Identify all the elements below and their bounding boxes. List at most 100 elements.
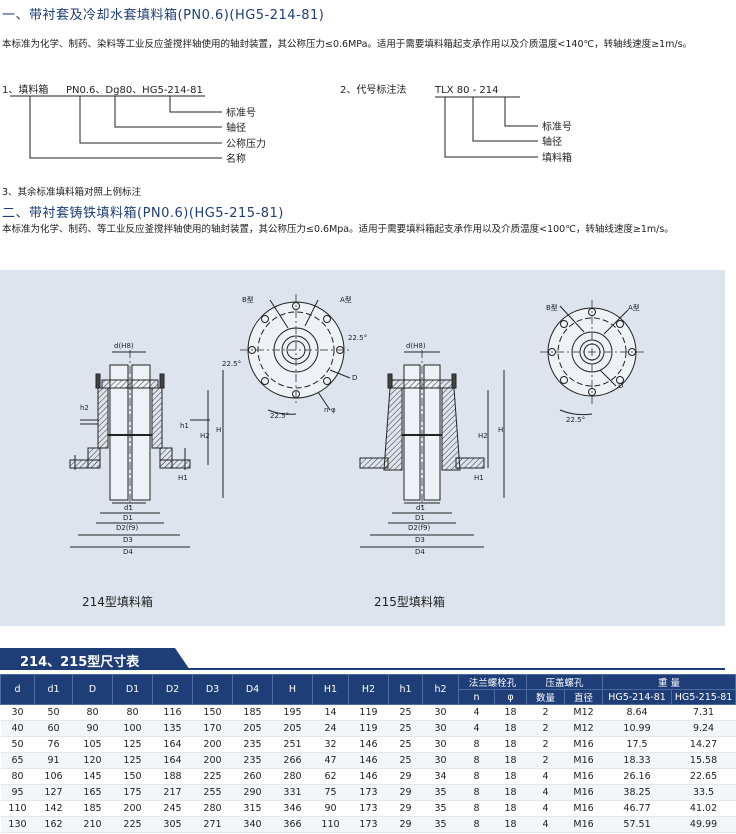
- table-cell: 91: [34, 752, 73, 769]
- col-header-flange-bolt-holes: 法兰螺栓孔: [457, 674, 528, 690]
- label-214-D2: D2(f9): [116, 524, 138, 532]
- table-cell: 57.51: [602, 816, 672, 833]
- table-cell: 8.64: [602, 704, 672, 721]
- table-cell: 150: [192, 704, 233, 721]
- col-subheader-diameter: 直径: [564, 689, 604, 705]
- label-214-b-type: B型: [242, 295, 254, 304]
- col-header-H2: H2: [348, 674, 389, 705]
- table-cell: 210: [72, 816, 113, 833]
- table-cell: 30: [422, 736, 459, 753]
- table-cell: 315: [232, 800, 273, 817]
- drawing-panel: d(H8) h2 h1 H2 H H1 d1 D1 D2(f9) D3 D4: [0, 270, 725, 626]
- section1-title: 一、带衬套及冷却水套填料箱(PN0.6)(HG5-214-81): [2, 8, 325, 23]
- table-cell: 26.16: [602, 768, 672, 785]
- section-view-215: [359, 350, 505, 548]
- example1-label-shaft: 轴径: [226, 121, 246, 134]
- table-cell: 331: [272, 784, 313, 801]
- table-cell: 90: [312, 800, 349, 817]
- section-view-214: [69, 350, 224, 548]
- col-subheader-n: n: [458, 689, 495, 705]
- table-cell: 40: [0, 720, 35, 737]
- label-214-angle-a: 22.5°: [348, 334, 367, 342]
- table-cell: 29: [388, 816, 423, 833]
- table-cell: 2: [526, 704, 565, 721]
- table-cell: 162: [34, 816, 73, 833]
- table-cell: 41.02: [671, 800, 736, 817]
- section1-body: 本标准为化学、制药、染料等工业反应釜搅拌轴使用的轴封装置，其公称压力≤0.6MP…: [2, 39, 693, 50]
- example2-label-shaft: 轴径: [542, 135, 562, 148]
- label-214-h1: h1: [180, 422, 189, 430]
- table-cell: 35: [422, 800, 459, 817]
- table-cell: 2: [526, 720, 565, 737]
- label-215-H2: H2: [478, 432, 488, 440]
- example1-label-standard: 标准号: [226, 107, 256, 119]
- table-cell: 90: [72, 720, 113, 737]
- table-cell: 142: [34, 800, 73, 817]
- table-cell: 18: [494, 816, 527, 833]
- table-cell: 255: [192, 784, 233, 801]
- table-cell: 200: [192, 752, 233, 769]
- table-cell: 30: [0, 704, 35, 721]
- table-cell: 200: [112, 800, 153, 817]
- table-cell: 8: [458, 816, 495, 833]
- example1-diagram: 1、填料箱 PN0.6、Dg80、HG5-214-81 标准号 轴径 公称压力 …: [0, 80, 320, 170]
- table-cell: 120: [72, 752, 113, 769]
- table-cell: 17.5: [602, 736, 672, 753]
- table-cell: 18.33: [602, 752, 672, 769]
- table-cell: 35: [422, 816, 459, 833]
- note3: 3、其余标准填料箱对照上例标注: [2, 187, 142, 198]
- table-title-underline: [0, 668, 725, 670]
- table-cell: 225: [192, 768, 233, 785]
- table-cell: 260: [232, 768, 273, 785]
- table-cell: 25: [388, 720, 423, 737]
- table-cell: 2: [526, 736, 565, 753]
- table-cell: 185: [72, 800, 113, 817]
- table-cell: 185: [232, 704, 273, 721]
- example2-diagram: 2、代号标注法 TLX 80 - 214 标准号 轴径 填料箱: [340, 80, 620, 170]
- table-cell: 4: [458, 704, 495, 721]
- table-cell: 9.24: [671, 720, 736, 737]
- label-214-d1: d1: [124, 504, 133, 512]
- label-215-b-type: B型: [546, 303, 558, 312]
- table-cell: 266: [272, 752, 313, 769]
- label-215-angle: 22.5°: [566, 416, 585, 424]
- table-cell: 4: [526, 816, 565, 833]
- table-cell: 29: [388, 800, 423, 817]
- col-header-d: d: [0, 674, 35, 705]
- table-cell: 10.99: [602, 720, 672, 737]
- table-cell: M16: [564, 752, 603, 769]
- table-cell: 8: [458, 736, 495, 753]
- table-cell: 29: [388, 784, 423, 801]
- table-cell: 34: [422, 768, 459, 785]
- table-cell: 95: [0, 784, 35, 801]
- col-header-D3: D3: [192, 674, 233, 705]
- table-cell: M16: [564, 784, 603, 801]
- col-subheader-phi: φ: [493, 689, 528, 705]
- table-cell: 18: [494, 704, 527, 721]
- table-cell: 76: [34, 736, 73, 753]
- col-header-d1: d1: [34, 674, 73, 705]
- table-cell: 150: [112, 768, 153, 785]
- label-214-D3: D3: [123, 536, 133, 544]
- table-cell: 7.31: [671, 704, 736, 721]
- table-cell: 2: [526, 752, 565, 769]
- label-215-d1: d1: [416, 504, 425, 512]
- example1-label-pressure: 公称压力: [226, 137, 266, 150]
- table-cell: 305: [152, 816, 193, 833]
- flange-view-215: [540, 300, 644, 416]
- table-cell: 116: [152, 704, 193, 721]
- table-cell: 366: [272, 816, 313, 833]
- table-cell: 125: [112, 752, 153, 769]
- col-header-h2: h2: [422, 674, 459, 705]
- table-cell: 24: [312, 720, 349, 737]
- table-cell: 119: [348, 720, 389, 737]
- table-cell: 125: [112, 736, 153, 753]
- table-cell: 47: [312, 752, 349, 769]
- table-cell: 235: [232, 752, 273, 769]
- table-cell: 245: [152, 800, 193, 817]
- table-cell: 50: [34, 704, 73, 721]
- table-cell: 164: [152, 736, 193, 753]
- table-cell: 100: [112, 720, 153, 737]
